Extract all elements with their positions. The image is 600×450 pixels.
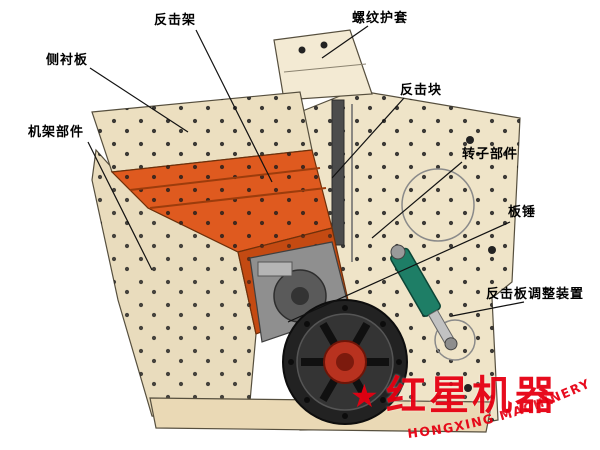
label-threaded-sleeve: 螺纹护套 [352, 11, 409, 26]
leader-impact-plate-adjuster [451, 301, 525, 317]
impact-lining-upper [110, 149, 333, 253]
leader-side-liner [89, 67, 189, 133]
label-side-liner: 侧衬板 [46, 53, 89, 68]
leader-impact-frame [195, 29, 273, 183]
leader-impact-block [331, 97, 405, 179]
label-rotor-parts: 转子部件 [462, 147, 519, 162]
label-frame-parts: 机架部件 [28, 125, 85, 140]
label-impact-plate-adjuster: 反击板调整装置 [486, 287, 585, 302]
leader-rotor-parts [371, 161, 463, 239]
leader-threaded-sleeve [321, 25, 369, 59]
leader-frame-parts [87, 141, 153, 271]
leader-blow-bar [287, 221, 511, 323]
label-impact-block: 反击块 [400, 83, 443, 98]
label-impact-frame: 反击架 [154, 13, 197, 28]
label-blow-bar: 板锤 [508, 205, 537, 220]
watermark-brand-text: 红星机器 [386, 373, 558, 419]
flywheel [282, 299, 408, 425]
adjustment-cylinder [390, 244, 458, 351]
star-icon: ★ [350, 377, 379, 415]
top-frame-box [273, 29, 373, 101]
leader-lines [87, 25, 525, 323]
